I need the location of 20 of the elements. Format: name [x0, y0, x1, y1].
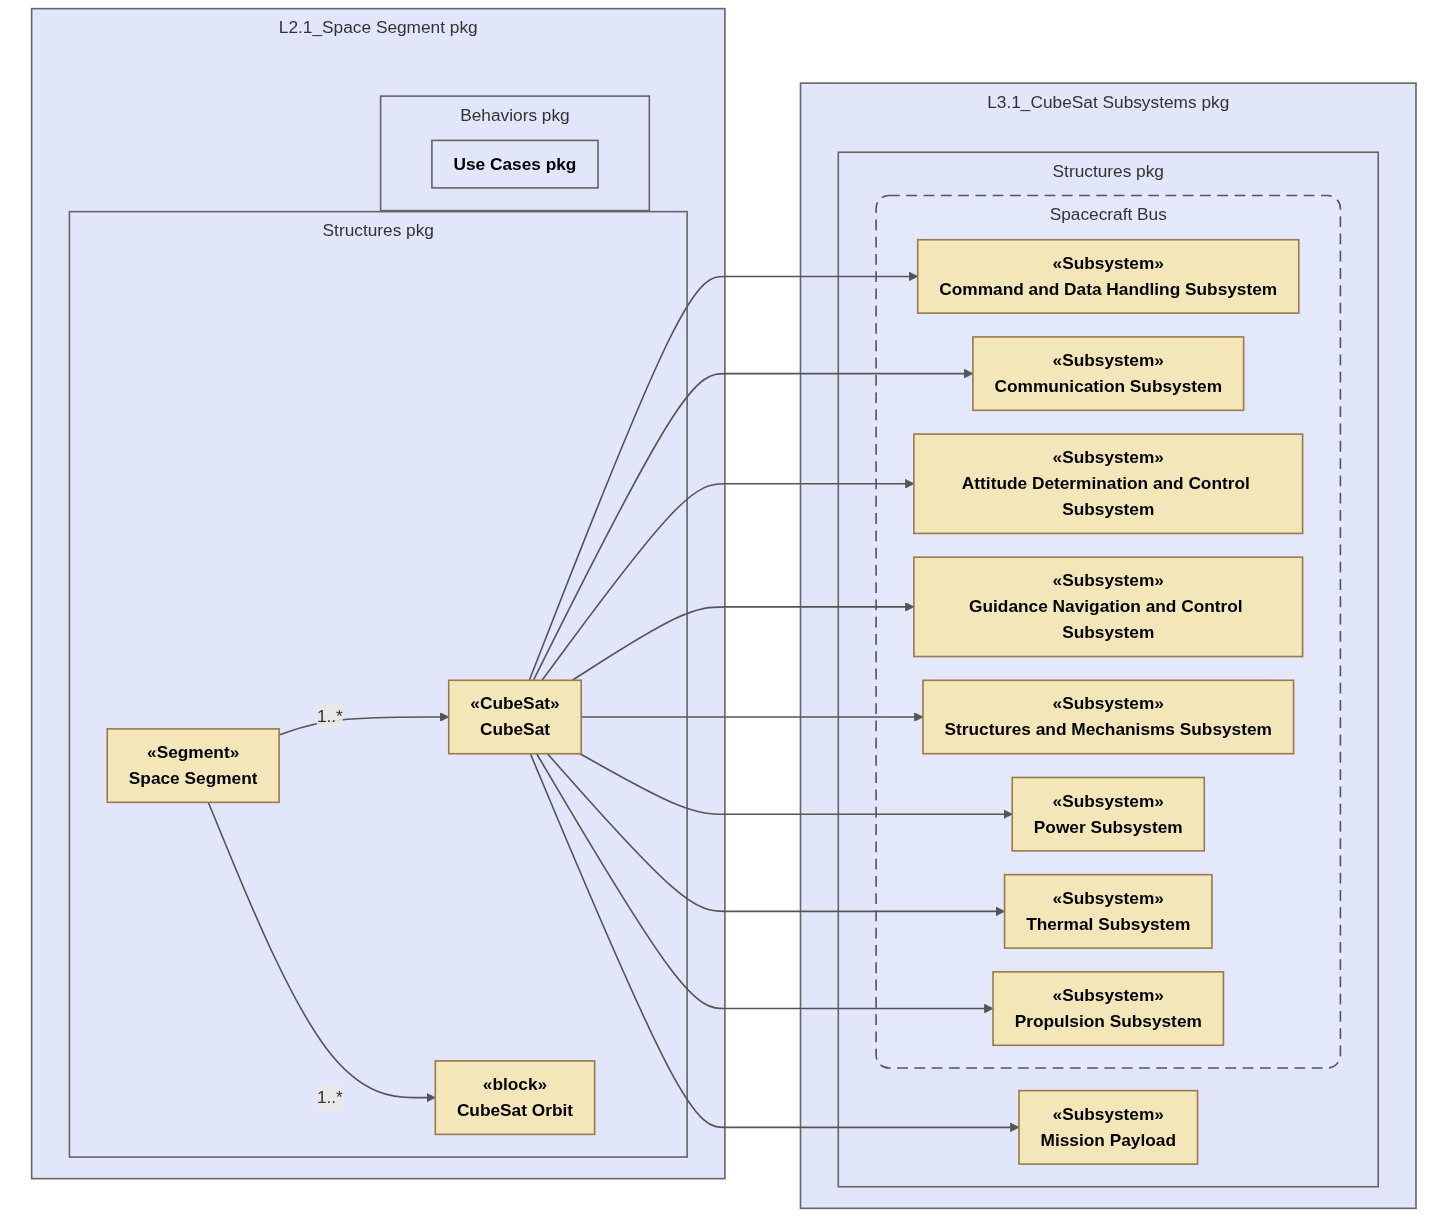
edge-label: 1..* [316, 707, 343, 726]
arrow [546, 752, 1005, 917]
node-box: «CubeSat» CubeSat [447, 679, 582, 755]
node-box: «Subsystem» Attitude Determination and Control Subsystem [912, 433, 1304, 535]
node-box: Use Cases pkg [430, 139, 599, 189]
edge-label: 1..* [316, 1087, 343, 1107]
arrow [532, 368, 973, 682]
node-box: «Subsystem» Mission Payload [1017, 1089, 1198, 1165]
arrow [528, 271, 918, 682]
node-box: «Subsystem» Command and Data Handling Subsystem [916, 238, 1300, 314]
node-box: «Subsystem» Structures and Mechanisms Subsystem [921, 679, 1295, 755]
node-box: «Subsystem» Propulsion Subsystem [991, 971, 1224, 1047]
node-box: «Subsystem» Power Subsystem [1011, 776, 1205, 852]
arrow [540, 479, 914, 682]
node-box: «Segment» Space Segment [106, 728, 280, 804]
node-box: «Subsystem» Guidance Navigation and Control Subsystem [912, 556, 1304, 658]
node-box: «Subsystem» Thermal Subsystem [1003, 873, 1213, 949]
arrow [571, 602, 914, 682]
node-box: «block» CubeSat Orbit [434, 1060, 596, 1136]
node-box: «Subsystem» Communication Subsystem [971, 336, 1245, 412]
